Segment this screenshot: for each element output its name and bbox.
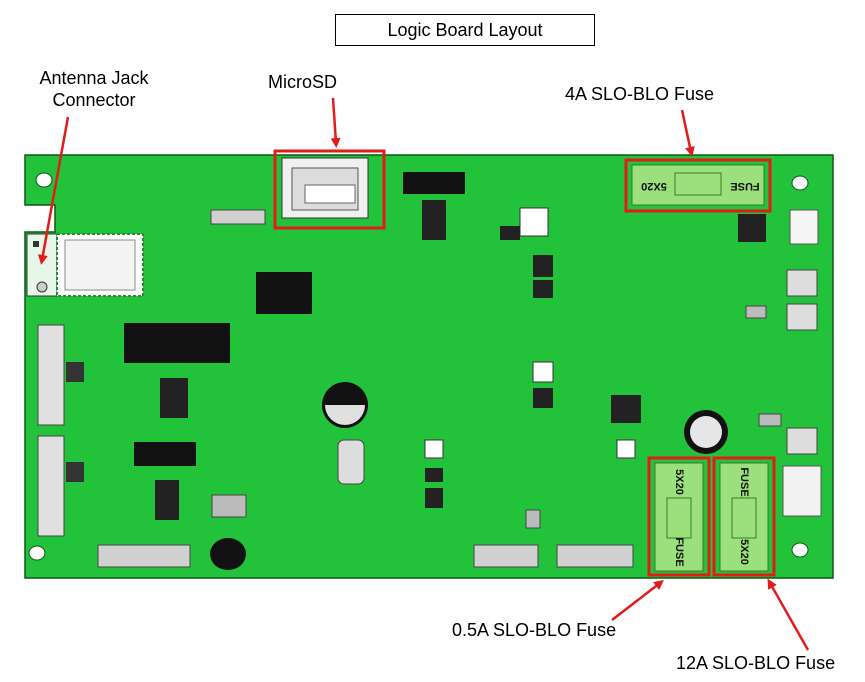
microsd-slot [281,157,369,219]
fuse-4a-holder: FUSE 5X20 [631,164,765,206]
callout-arrows [37,97,810,651]
fuse-12a-highlight [712,456,776,577]
fuse-12a-holder: FUSE 5X20 [719,462,769,572]
antenna-arrow [37,116,70,265]
board-components [37,172,822,570]
highlight-boxes [273,149,776,577]
antenna-module [26,233,144,297]
fuse-05a-holder: 5X20 FUSE [654,462,704,572]
diagram-title: Logic Board Layout [335,14,595,46]
fuse-4a-label: 4A SLO-BLO Fuse [565,84,715,104]
antenna-jack-label-line1: Antenna Jack [39,68,149,88]
microsd-arrow [330,97,341,148]
fuse-4a-arrow [680,109,695,157]
fuse-12a-size-marking: 5X20 [738,539,750,565]
fuse-12a-label: 12A SLO-BLO Fuse [676,653,836,673]
fuse-4a-fuse-marking: FUSE [730,180,759,192]
fuse-4a-size-marking: 5X20 [641,180,667,192]
fuse-4a-highlight [624,158,772,213]
antenna-jack-label-line2: Connector [52,89,136,110]
fuse-12a-fuse-marking: FUSE [738,467,750,496]
fuse-05a-highlight [647,456,711,577]
fuse-05a-fuse-marking: FUSE [673,537,685,566]
fuse-05a-arrow [611,579,664,621]
fuse-05a-label: 0.5A SLO-BLO Fuse [452,620,617,640]
fuse-12a-arrow [767,578,810,651]
microsd-label: MicroSD [268,72,338,92]
antenna-jack-label: Antenna Jack Connector [34,68,154,111]
fuse-05a-size-marking: 5X20 [673,469,685,495]
mounting-holes [28,172,809,561]
microsd-highlight [273,149,386,230]
logic-board [24,154,834,579]
